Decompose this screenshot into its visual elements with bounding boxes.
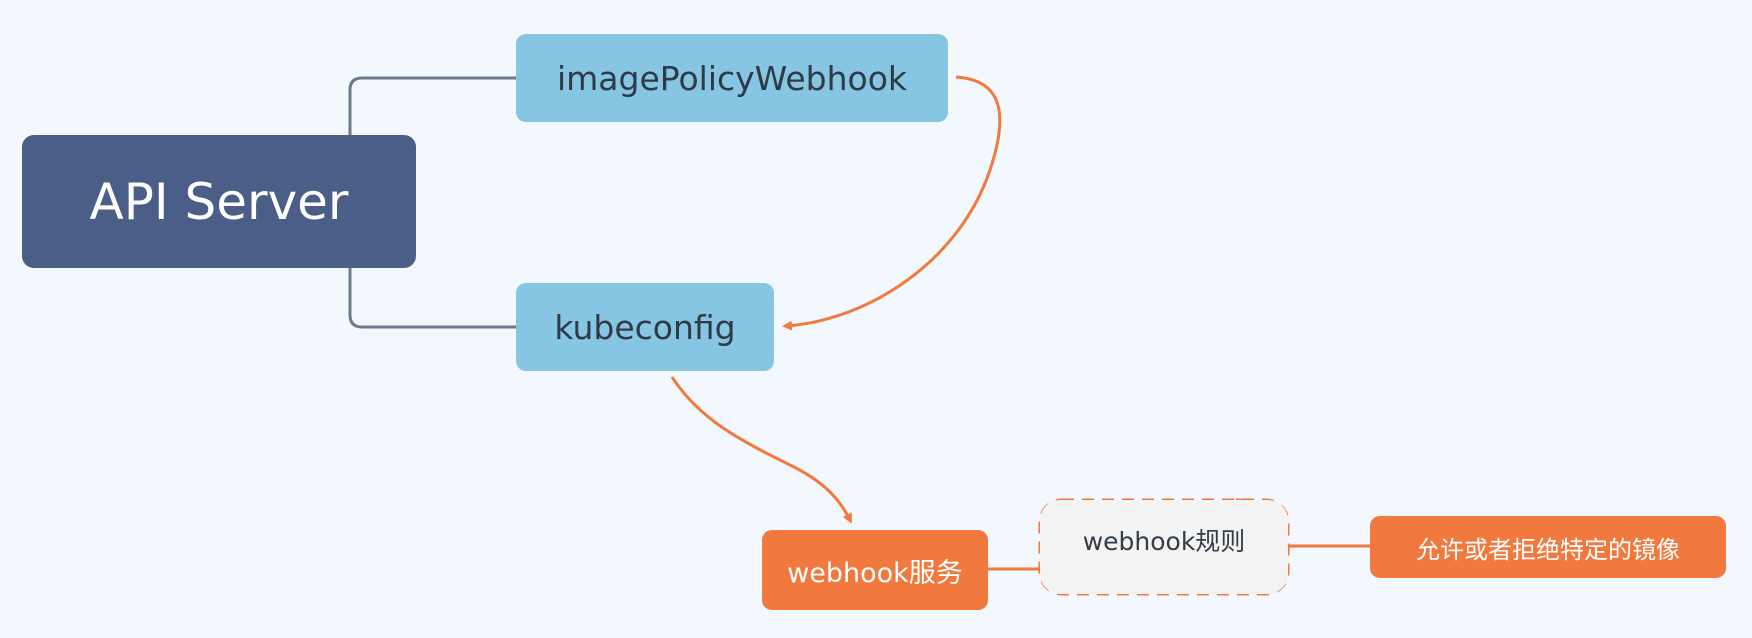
- node-imagepolicywebhook-label: imagePolicyWebhook: [556, 58, 908, 98]
- node-webhook-service[interactable]: webhook服务: [762, 530, 988, 610]
- node-kubeconfig-label: kubeconfig: [554, 307, 736, 347]
- node-summary[interactable]: 允许或者拒绝特定的镜像: [1370, 516, 1726, 578]
- node-kubeconfig[interactable]: kubeconfig: [516, 283, 774, 371]
- node-summary-label: 允许或者拒绝特定的镜像: [1416, 535, 1680, 564]
- node-api-server-label: API Server: [89, 172, 349, 231]
- edge-imagepolicywebhook-to-kubeconfig: [782, 75, 1002, 331]
- node-imagepolicywebhook[interactable]: imagePolicyWebhook: [516, 34, 948, 122]
- edge-root-to-imagepolicywebhook: [348, 76, 516, 135]
- node-api-server[interactable]: API Server: [22, 135, 416, 268]
- node-webhook-rule-label: webhook规则: [1082, 527, 1246, 556]
- node-webhook-service-label: webhook服务: [787, 557, 963, 589]
- edge-kubeconfig-to-webhookservice: [670, 376, 852, 524]
- node-webhook-rule[interactable]: webhook规则: [1040, 500, 1288, 594]
- edge-root-to-kubeconfig: [348, 268, 516, 329]
